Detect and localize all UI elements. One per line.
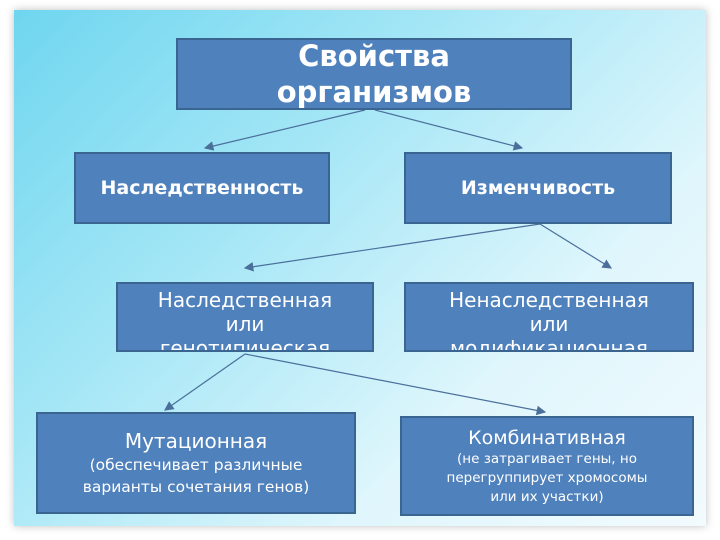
arrow-variability-to-hereditary xyxy=(243,223,541,272)
combinative-note-line2: перегруппирует хромосомы xyxy=(446,469,648,486)
nonhereditary-variability-box: Ненаследственная или модификационная xyxy=(404,282,694,352)
combinative-note-line1: (не затрагивает гены, но xyxy=(457,450,637,467)
mutational-title: Мутационная xyxy=(124,429,268,453)
nonhereditary-label-line2: или xyxy=(529,312,569,336)
hereditary-variability-box: Наследственная или генотипическая xyxy=(116,282,374,352)
combinative-title: Комбинативная xyxy=(468,426,626,449)
mutational-note-line1: (обеспечивает различные xyxy=(89,456,303,474)
hereditary-label-line3: генотипическая xyxy=(159,336,331,352)
root-label: Свойства организмов xyxy=(276,39,472,109)
combinative-box: Комбинативная (не затрагивает гены, но п… xyxy=(400,416,694,516)
hereditary-label-line2: или xyxy=(225,312,265,336)
root-box: Свойства организмов xyxy=(176,38,572,110)
arrow-hereditary-to-combinative xyxy=(244,353,547,416)
nonhereditary-label-line1: Ненаследственная xyxy=(449,288,649,312)
mutational-box: Мутационная (обеспечивает различные вари… xyxy=(36,412,356,514)
hereditary-label-line1: Наследственная xyxy=(157,288,333,312)
combinative-note-line3: или их участки) xyxy=(490,488,604,505)
heredity-box: Наследственность xyxy=(74,152,330,224)
heredity-label: Наследственность xyxy=(100,177,304,199)
variability-label: Изменчивость xyxy=(460,177,616,199)
arrow-root-to-heredity xyxy=(203,109,366,151)
variability-box: Изменчивость xyxy=(404,152,672,224)
arrow-hereditary-to-mutational xyxy=(164,353,246,411)
mutational-note-line2: варианты сочетания генов) xyxy=(82,478,310,496)
nonhereditary-label-line3: модификационная xyxy=(450,336,648,352)
arrow-variability-to-nonhereditary xyxy=(539,223,613,269)
arrow-root-to-variability xyxy=(374,109,524,151)
